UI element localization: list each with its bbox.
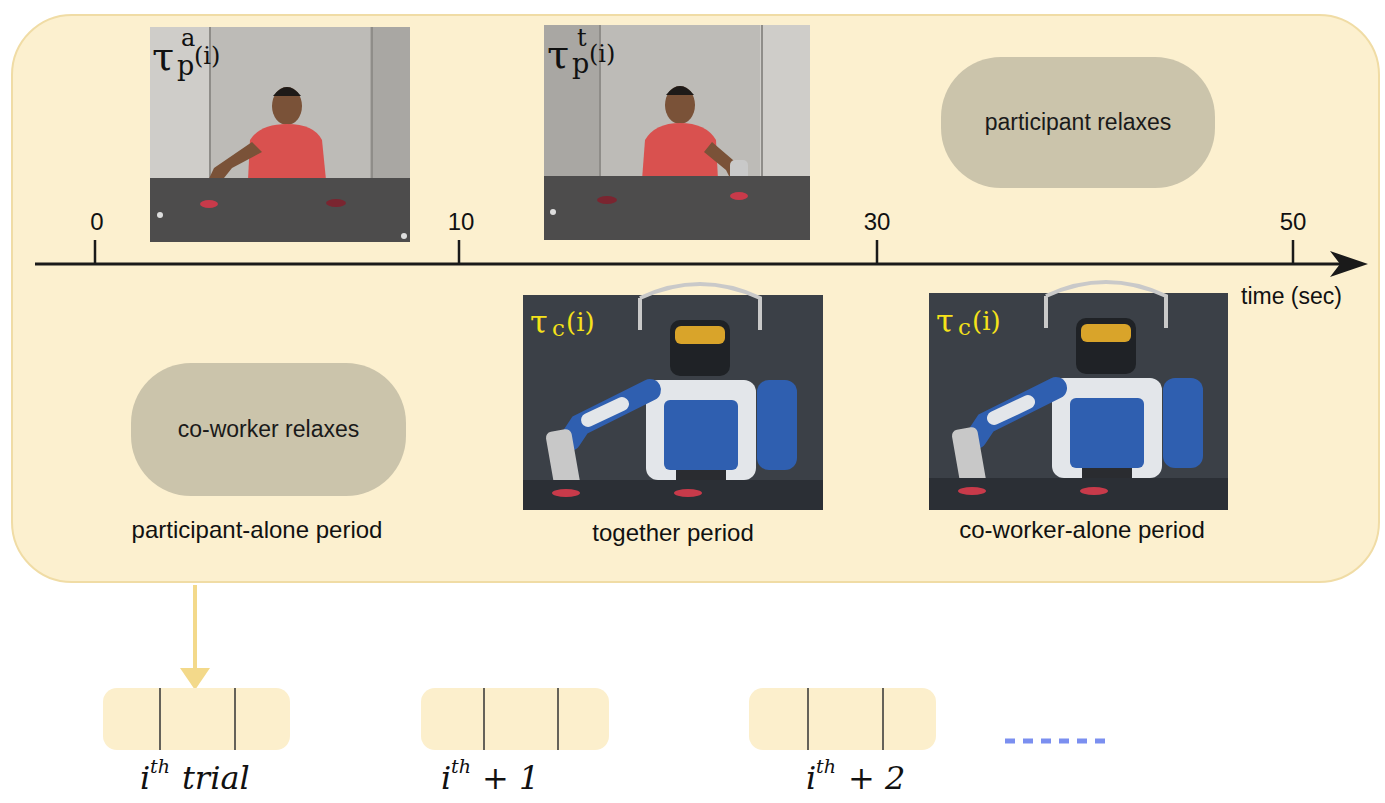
- superscript: a: [181, 26, 195, 50]
- axis-arrowhead: [1330, 251, 1368, 277]
- robot-photo: [523, 284, 823, 510]
- axis-label: time (sec): [1241, 285, 1342, 308]
- superscript: th: [816, 757, 836, 776]
- symbol-tau: τ: [530, 306, 548, 338]
- index: (i): [566, 309, 595, 335]
- subscript: c: [958, 316, 971, 339]
- superscript: th: [451, 757, 471, 776]
- participant-photo: [150, 27, 410, 242]
- expand-arrow: [193, 585, 197, 672]
- axis-ticks: [95, 240, 1293, 264]
- period-label: together period: [592, 521, 753, 545]
- index: (i): [194, 44, 220, 68]
- trial-index: i: [441, 762, 451, 794]
- tick-label: 50: [1280, 210, 1307, 234]
- index: (i): [589, 42, 615, 66]
- continuation-dots: [1005, 739, 1105, 744]
- trial-box: [421, 688, 609, 750]
- trial-index: i: [806, 762, 816, 794]
- trial-index: i: [140, 762, 150, 794]
- period-label: co-worker-alone period: [959, 518, 1204, 542]
- trial-panel: [12, 15, 1379, 582]
- subscript: c: [552, 317, 565, 340]
- trial-label: + 2: [848, 762, 905, 794]
- pill-text: participant relaxes: [985, 109, 1172, 136]
- symbol-tau: τ: [936, 305, 954, 337]
- time-axis: [35, 263, 1345, 266]
- trial-label: + 1: [482, 762, 539, 794]
- participant-photo: [544, 25, 810, 240]
- status-pill: participant relaxes: [941, 57, 1215, 188]
- trial-box: [749, 688, 936, 750]
- expand-arrowhead: [180, 668, 210, 690]
- subscript: p: [572, 50, 589, 77]
- tick-label: 30: [864, 210, 891, 234]
- tick-label: 0: [90, 210, 103, 234]
- period-label: participant-alone period: [132, 518, 383, 542]
- status-pill: co-worker relaxes: [131, 363, 406, 496]
- tick-label: 10: [448, 210, 475, 234]
- trial-label: trial: [182, 762, 250, 794]
- robot-photo: [929, 282, 1228, 510]
- superscript: t: [577, 26, 587, 50]
- symbol-tau: τ: [547, 34, 569, 74]
- superscript: th: [150, 757, 170, 776]
- index: (i): [972, 308, 1001, 334]
- symbol-tau: τ: [152, 36, 174, 76]
- trial-box: [103, 688, 290, 750]
- subscript: p: [177, 52, 194, 79]
- pill-text: co-worker relaxes: [178, 416, 360, 443]
